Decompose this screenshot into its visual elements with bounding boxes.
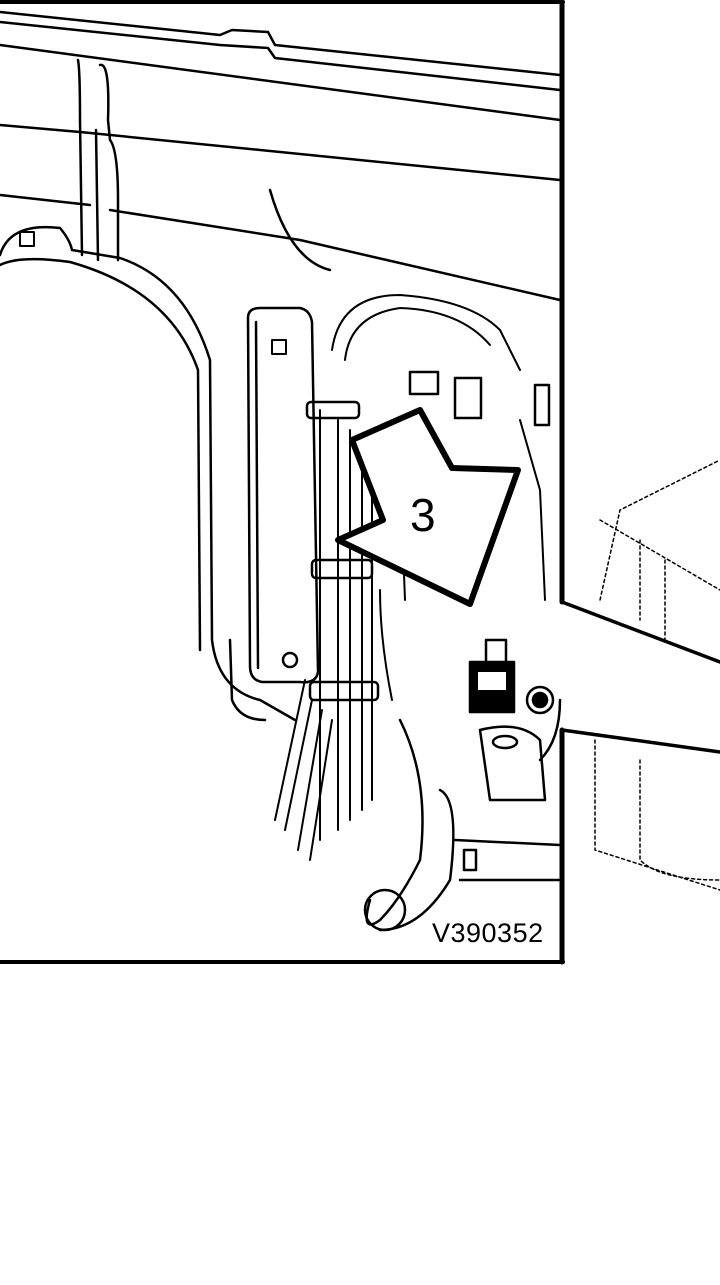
cable-ties [305, 400, 380, 702]
door-frame [0, 225, 297, 722]
figure-reference-code: V390352 [432, 918, 544, 948]
pillar [76, 58, 120, 262]
lower-hoses [363, 698, 562, 932]
roof-structure [0, 10, 562, 302]
detail-inset-sketch [594, 459, 720, 891]
connectors [408, 370, 555, 802]
callout-number: 3 [410, 489, 436, 541]
main-frame [0, 0, 565, 965]
callout-arrow [335, 407, 521, 607]
mounting-panel [246, 306, 320, 684]
wiring-harness [274, 294, 546, 861]
detail-inset [560, 600, 720, 754]
